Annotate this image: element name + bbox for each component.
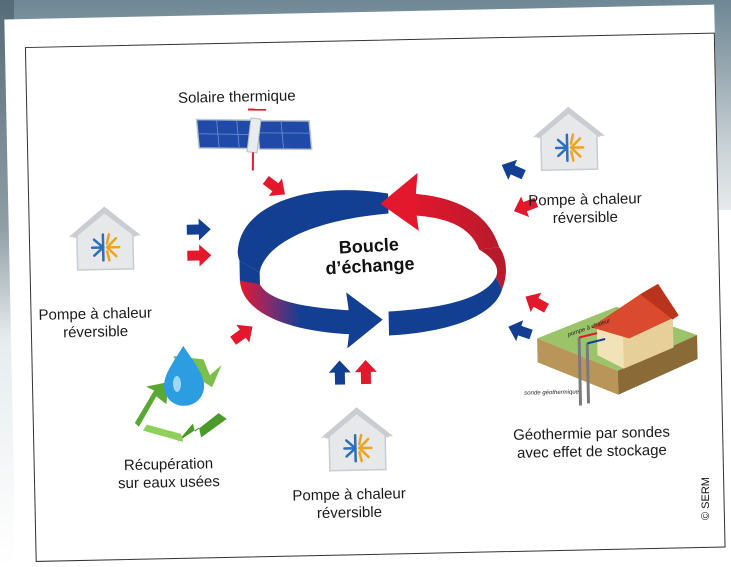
label-line: sur eaux usées — [117, 473, 220, 493]
geothermal-house-icon — [537, 283, 698, 406]
label-line: avec effet de stockage — [516, 441, 667, 462]
label-line: réversible — [552, 208, 619, 228]
loop-top-arrowhead — [380, 172, 419, 231]
heatpump-left-label: Pompe à chaleur réversible — [38, 304, 152, 342]
arrow-icon — [259, 171, 292, 204]
geothermal-label: Géothermie par sondes avec effet de stoc… — [513, 424, 670, 463]
loop-bottom-band — [239, 280, 352, 335]
heatpump-bottom-label: Pompe à chaleur réversible — [292, 485, 406, 523]
diagram-canvas — [69, 105, 698, 473]
label-line: Pompe à chaleur — [292, 485, 406, 505]
recovery-label: Récupération sur eaux usées — [118, 455, 220, 493]
house-heatpump-icon — [321, 406, 394, 473]
arrow-icon — [328, 360, 352, 385]
loop-right-band — [479, 247, 506, 290]
arrow-icon — [187, 244, 212, 267]
arrow-icon — [226, 317, 259, 350]
copyright-label: © SERM — [700, 477, 712, 520]
arrow-icon — [186, 218, 212, 241]
loop-bottom-arrowhead — [346, 292, 383, 349]
arrow-icon — [520, 287, 552, 318]
loop-bottom-right-band — [388, 277, 503, 336]
label-line: réversible — [62, 322, 129, 342]
arrow-icon — [354, 359, 378, 385]
label-line: Pompe à chaleur — [528, 190, 642, 210]
solar-thermal-label: Solaire thermique — [177, 87, 296, 107]
exchange-loop-title: Boucle d’échange — [298, 232, 440, 280]
water-drop-icon — [164, 345, 205, 406]
label-line: Pompe à chaleur — [38, 304, 153, 324]
label-line: réversible — [316, 503, 383, 523]
loop-top-right-arc — [406, 193, 500, 250]
heatpump-top-right-label: Pompe à chaleur réversible — [528, 190, 642, 228]
diagram-card: Solaire thermique Pompe à chaleur révers… — [4, 4, 726, 567]
house-heatpump-icon — [69, 205, 141, 272]
arrow-icon — [497, 154, 529, 185]
solar-panel-icon — [195, 108, 313, 171]
geothermal-probe-tag: sonde géothermique — [524, 389, 580, 397]
loop-top-left-arc — [237, 190, 389, 273]
label-line: Récupération — [123, 455, 214, 475]
exchange-loop — [237, 172, 506, 349]
house-heatpump-icon — [533, 105, 605, 172]
arrow-icon — [504, 316, 535, 345]
